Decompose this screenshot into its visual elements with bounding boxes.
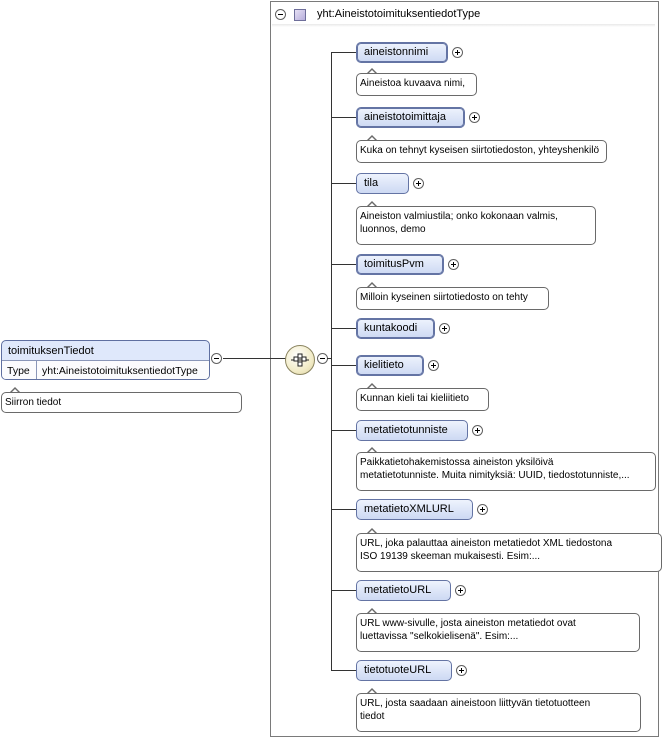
element-branch-line [331,52,356,53]
element-aineistonnimi[interactable]: aineistonnimi [356,42,448,63]
annotation-line: luonnos, demo [360,224,426,235]
element-aineistotoimittaja[interactable]: aineistotoimittaja [356,107,465,128]
root-element-annotation: Siirron tiedot [1,392,242,413]
annotation-line: luettavissa "selkokielisenä". Esim:... [360,631,519,642]
complex-type-name: yht:AineistotoimituksentiedotType [317,8,481,20]
element-tila[interactable]: tila [356,173,409,194]
element-metatietotunniste[interactable]: metatietotunniste [356,420,468,441]
annotation-line: Aineistoa kuvaava nimi, [360,78,466,89]
element-toimitusPvm[interactable]: toimitusPvm [356,254,444,275]
element-branch-line [331,264,356,265]
collapse-type-icon[interactable] [275,9,286,20]
annotation-aineistonnimi: Aineistoa kuvaava nimi, [356,73,477,96]
annotation-line: URL www-sivulle, josta aineiston metatie… [360,618,576,629]
expand-metatietoXMLURL-icon[interactable] [477,504,488,515]
root-element-box[interactable]: toimituksenTiedot Type yht:Aineistotoimi… [1,340,210,380]
annotation-metatietoXMLURL: URL, joka palauttaa aineiston metatiedot… [356,533,662,572]
frame-header-divider [272,24,655,27]
root-element-name: toimituksenTiedot [8,345,94,357]
collapse-root-icon[interactable] [211,353,222,364]
element-kuntakoodi[interactable]: kuntakoodi [356,318,435,339]
expand-aineistonnimi-icon[interactable] [452,47,463,58]
element-metatietoURL[interactable]: metatietoURL [356,580,451,601]
sequence-spine-line [331,52,332,670]
annotation-line: metatietotunniste. Muita nimityksiä: UUI… [360,470,630,481]
expand-kuntakoodi-icon[interactable] [439,323,450,334]
element-branch-line [331,183,356,184]
annotation-line: Kunnan kieli tai kieliitieto [360,393,469,404]
annotation-line: URL, joka palauttaa aineiston metatiedot… [360,538,613,549]
expand-metatietoURL-icon[interactable] [455,585,466,596]
expand-tietotuoteURL-icon[interactable] [456,665,467,676]
expand-aineistotoimittaja-icon[interactable] [469,112,480,123]
annotation-tietotuoteURL: URL, josta saadaan aineistoon liittyvän … [356,693,641,732]
annotation-line: tiedot [360,711,385,722]
element-metatietoXMLURL[interactable]: metatietoXMLURL [356,499,473,520]
annotation-line: URL, josta saadaan aineistoon liittyvän … [360,698,591,709]
sequence-compositor[interactable] [285,345,315,375]
root-element-type-row: Type yht:AineistotoimituksentiedotType [2,360,209,379]
element-branch-line [331,670,356,671]
element-branch-line [331,117,356,118]
complex-type-icon [294,9,306,21]
sequence-link-line [327,358,332,359]
element-branch-line [331,365,356,366]
annotation-aineistotoimittaja: Kuka on tehnyt kyseisen siirtotiedoston,… [356,140,607,163]
annotation-line: ISO 19139 skeeman mukaisesti. Esim:... [360,551,541,562]
root-type-label: Type [7,365,30,377]
annotation-line: Paikkatietohakemistossa aineiston yksilö… [360,457,554,468]
expand-tila-icon[interactable] [413,178,424,189]
annotation-line: Milloin kyseinen siirtotiedosto on tehty [360,292,528,303]
root-type-value: yht:AineistotoimituksentiedotType [42,365,198,377]
expand-kielitieto-icon[interactable] [428,360,439,371]
element-branch-line [331,430,356,431]
expand-metatietotunniste-icon[interactable] [472,425,483,436]
root-annotation-text: Siirron tiedot [5,397,62,408]
annotation-metatietotunniste: Paikkatietohakemistossa aineiston yksilö… [356,452,656,491]
element-branch-line [331,328,356,329]
type-row-separator [36,361,37,379]
element-branch-line [331,509,356,510]
annotation-line: Aineiston valmiustila; onko kokonaan val… [360,211,558,222]
annotation-metatietoURL: URL www-sivulle, josta aineiston metatie… [356,613,640,652]
annotation-toimitusPvm: Milloin kyseinen siirtotiedosto on tehty [356,287,549,310]
element-tietotuoteURL[interactable]: tietotuoteURL [356,660,452,681]
sequence-icon [291,353,309,367]
annotation-kielitieto: Kunnan kieli tai kieliitieto [356,388,489,411]
element-kielitieto[interactable]: kielitieto [356,355,424,376]
expand-toimitusPvm-icon[interactable] [448,259,459,270]
annotation-tila: Aineiston valmiustila; onko kokonaan val… [356,206,596,245]
root-connector-line [223,358,286,359]
annotation-line: Kuka on tehnyt kyseisen siirtotiedoston,… [360,145,600,156]
element-branch-line [331,590,356,591]
